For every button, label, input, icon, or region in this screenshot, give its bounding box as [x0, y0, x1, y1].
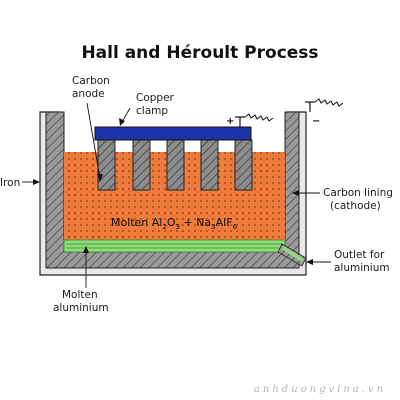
copper-clamp-label: Copper clamp [136, 92, 177, 117]
carbon-anode-4 [200, 139, 219, 191]
carbon-anode-3 [166, 139, 185, 191]
positive-sign: + [226, 116, 234, 127]
watermark: anhduongvina.vn [254, 384, 386, 395]
aluminium-outlet [277, 243, 307, 267]
carbon-anode-5 [234, 139, 253, 191]
carbon-lining-label: Carbon lining (cathode) [323, 187, 396, 212]
outlet-arrowhead [306, 259, 313, 265]
cathode-terminal: − [305, 98, 344, 127]
iron-label: Iron [0, 177, 20, 189]
anode-terminal: + [226, 113, 274, 127]
carbon-anode-arrowhead [97, 174, 103, 182]
copper-clamp [94, 126, 252, 141]
molten-aluminium-arrowhead [83, 246, 89, 253]
carbon-anode-pointer [86, 102, 101, 179]
diagram-title: Hall and Héroult Process [81, 43, 318, 63]
electrolyte-label: Molten Al2O3 + Na3AlF6 [111, 216, 238, 231]
copper-clamp-pointer [121, 107, 131, 123]
carbon-anode-label: Carbon anode [72, 75, 113, 100]
outlet-label: Outlet for aluminium [334, 249, 390, 274]
molten-aluminium-layer [63, 239, 286, 253]
molten-aluminium-label: Molten aluminium [53, 289, 109, 314]
carbon-lining-arrowhead [292, 190, 299, 196]
carbon-anode-1 [97, 139, 116, 191]
iron-arrowhead [33, 179, 40, 185]
negative-sign: − [312, 116, 320, 127]
carbon-anode-2 [132, 139, 151, 191]
copper-clamp-arrowhead [119, 118, 125, 126]
